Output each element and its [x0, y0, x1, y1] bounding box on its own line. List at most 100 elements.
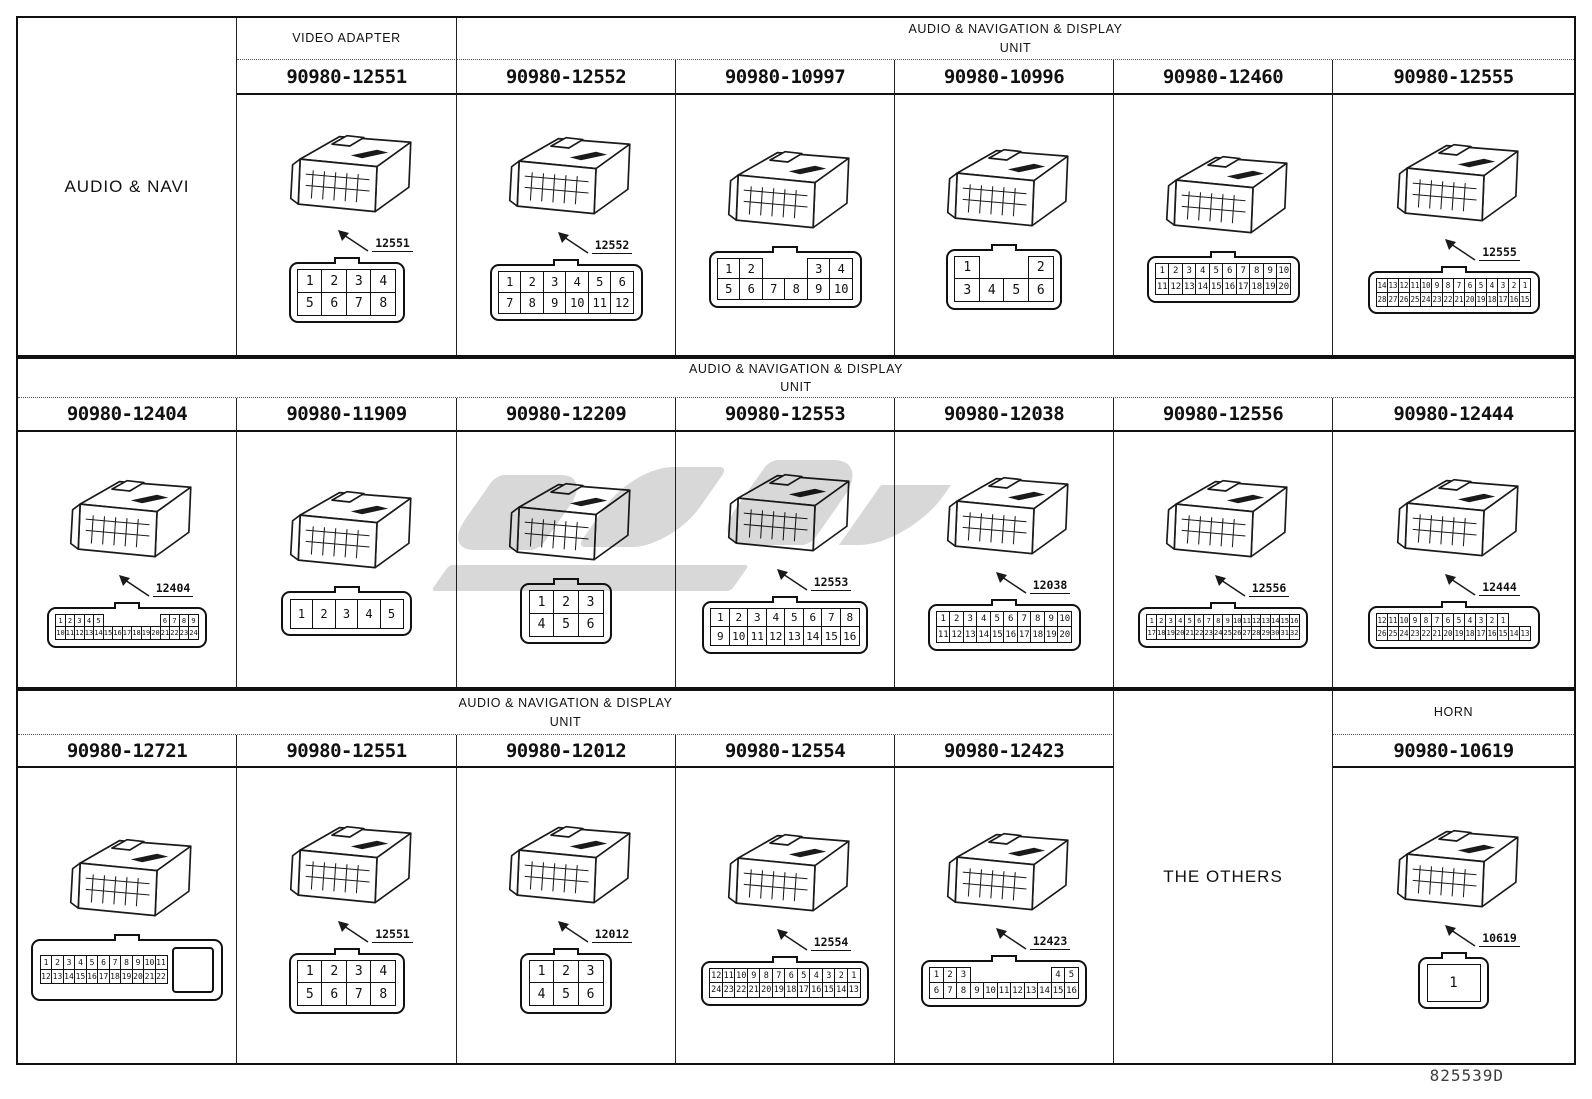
connector-latch-tab	[1440, 600, 1467, 608]
pin-number-cell: 1	[716, 257, 741, 280]
section-header-text: AUDIO & NAVIGATION & DISPLAY	[688, 361, 904, 376]
pin-number-cell: 4	[357, 598, 381, 629]
part-number-cell: 90980-12551	[237, 735, 457, 768]
callout: 12444	[1443, 573, 1520, 596]
callout-arrow-icon	[1214, 574, 1246, 597]
connector-latch-tab	[333, 947, 360, 955]
connector-isometric-drawing	[946, 476, 1069, 554]
connector-isometric-drawing	[946, 148, 1069, 226]
pin-number-cell: 7	[345, 291, 372, 316]
pin-number-cell: 5	[553, 982, 579, 1007]
pin-number-cell: 1	[289, 598, 314, 629]
pin-number-cell: 2	[739, 257, 764, 280]
pin-number-cell: 10	[565, 291, 590, 314]
part-number: 90980-10997	[724, 65, 846, 88]
part-number-cell: 90980-12552	[457, 60, 676, 95]
pin-number-cell: 2	[553, 590, 579, 615]
pin-number-cell: 5	[296, 291, 323, 316]
callout: 12555	[1443, 239, 1520, 261]
pin-number-cell: 20	[1276, 278, 1292, 296]
part-number-cell: 90980-10619	[1333, 735, 1574, 768]
part-number: 90980-12444	[1393, 403, 1514, 425]
callout-arrow-icon	[338, 920, 369, 943]
pin-number-cell: 6	[577, 612, 604, 637]
part-number-cell: 90980-12404	[18, 398, 237, 432]
callout-label: 12556	[1248, 581, 1290, 597]
pin-number-cell: 7	[497, 291, 522, 314]
pin-number-cell: 8	[784, 278, 809, 301]
connector-isometric-drawing	[69, 479, 192, 557]
pin-number-cell: 4	[528, 982, 555, 1007]
part-number: 90980-12038	[943, 403, 1065, 425]
pin-number-cell: 8	[370, 291, 397, 316]
callout-arrow-icon	[557, 232, 589, 254]
connector-latch-tab	[1440, 266, 1467, 273]
connector-isometric-drawing	[289, 825, 412, 903]
pin-number-cell: 3	[954, 278, 981, 303]
section-header-text: HORN	[1433, 705, 1474, 720]
pin-number-cell: 1	[710, 607, 731, 628]
pin-number-cell: 20	[1057, 626, 1073, 644]
pin-number-cell: 1	[528, 590, 555, 615]
connector-latch-tab	[1440, 951, 1467, 959]
pin-number-cell: 1	[296, 959, 323, 984]
pin-number-cell: 20	[1441, 626, 1455, 642]
pin-number-cell: 3	[577, 959, 604, 984]
part-number-cell: 90980-12555	[1333, 60, 1574, 95]
callout-arrow-icon	[995, 571, 1027, 594]
callout-label: 12404	[152, 581, 194, 597]
pin-number-cell: 14	[834, 982, 849, 999]
connector-latch-tab	[114, 933, 140, 941]
part-number-cell: 90980-12209	[457, 398, 676, 432]
pin-number-cell: 4	[565, 271, 590, 294]
callout-arrow-icon	[1445, 924, 1476, 947]
callout-label: 12012	[591, 927, 633, 943]
pin-number-cell: 24	[1397, 626, 1411, 642]
pin-number-cell: 19	[1262, 278, 1278, 296]
pin-number-cell: 14	[1195, 278, 1211, 296]
connector-isometric-drawing	[727, 833, 850, 911]
pin-number-cell: 1	[1426, 964, 1481, 1002]
pin-number-cell: 1	[954, 255, 981, 280]
callout-label: 12552	[591, 238, 633, 254]
part-number: 90980-12209	[505, 403, 627, 425]
callout: 12012	[556, 920, 633, 943]
pin-number-cell: 5	[296, 982, 323, 1007]
others-label-text: THE OTHERS	[1163, 867, 1283, 886]
part-number: 90980-12555	[1393, 65, 1514, 88]
